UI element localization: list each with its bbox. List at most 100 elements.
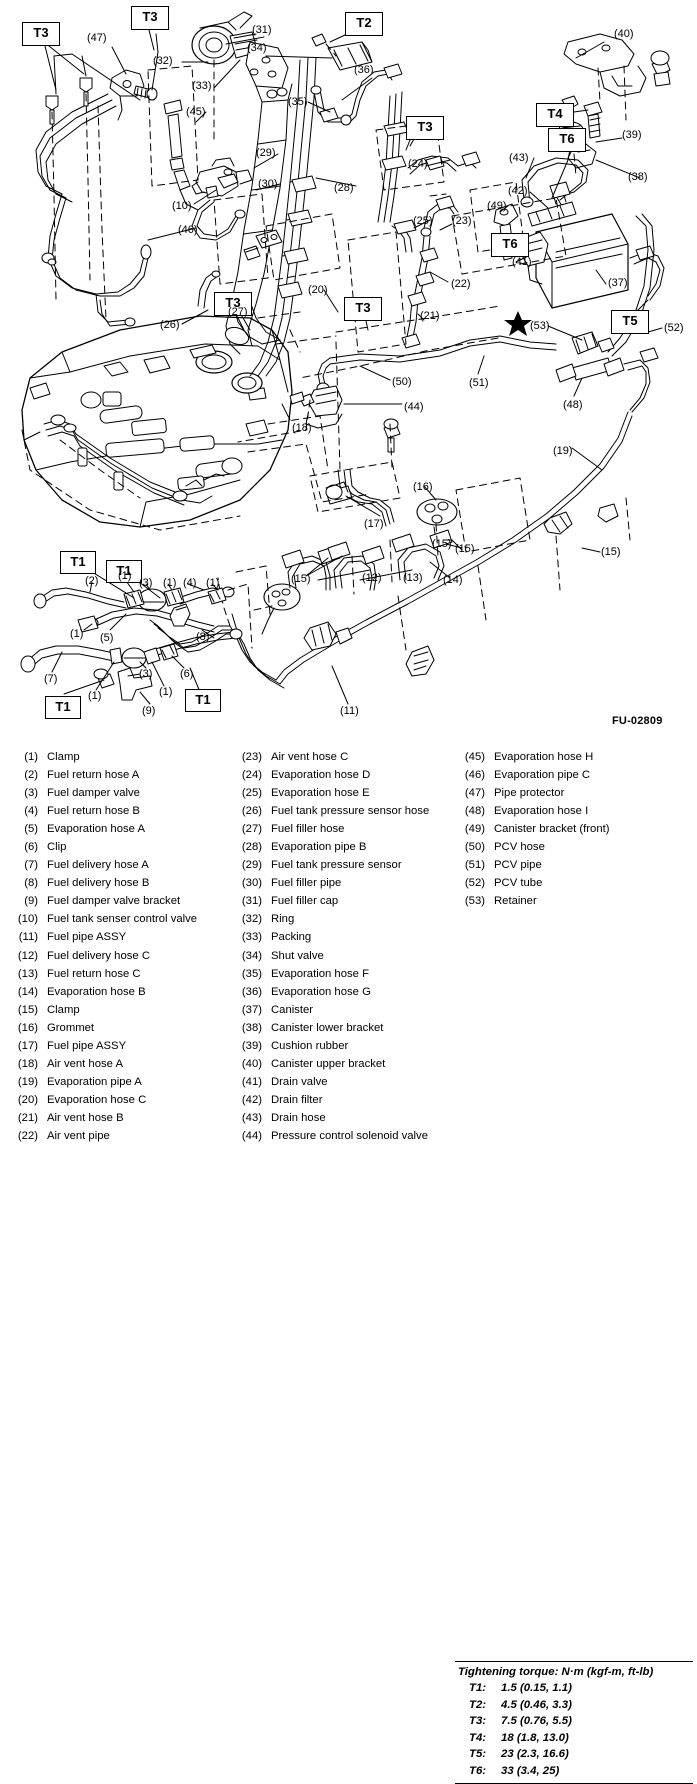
torque-key: T5: xyxy=(469,1748,487,1760)
torque-tag-t3: T3 xyxy=(22,22,60,46)
callout-32: (32) xyxy=(153,55,173,67)
list-item: (36)Evaporation hose G xyxy=(232,983,454,1001)
torque-tag-t3: T3 xyxy=(344,297,382,321)
torque-tag-t3: T3 xyxy=(406,116,444,140)
legend-number: (6) xyxy=(24,841,38,854)
list-item: (2)Fuel return hose A xyxy=(8,766,236,784)
list-item: (33)Packing xyxy=(232,928,454,946)
legend-label: Fuel damper valve bracket xyxy=(47,895,181,908)
callout-22: (22) xyxy=(451,278,471,290)
list-item: (38)Canister lower bracket xyxy=(232,1019,454,1037)
legend-label: Air vent hose C xyxy=(271,751,349,763)
list-item: (32)Ring xyxy=(232,910,454,928)
list-item: (47)Pipe protector xyxy=(455,784,695,802)
legend-label: Packing xyxy=(271,931,312,944)
legend-number: (22) xyxy=(17,1129,38,1142)
callout-36: (36) xyxy=(354,64,374,76)
torque-tag-t1: T1 xyxy=(45,696,81,719)
callout-7: (7) xyxy=(44,673,58,685)
legend-label: Drain valve xyxy=(271,1075,328,1088)
front-hose-group xyxy=(281,469,458,591)
legend-label: Evaporation hose D xyxy=(271,769,371,782)
callout-14: (14) xyxy=(443,574,463,586)
list-item: (9) Fuel damper valve bracket xyxy=(8,892,236,910)
legend-number: (46) xyxy=(464,769,485,782)
air-vent-pipe-group xyxy=(401,195,459,349)
torque-key: T2: xyxy=(469,1698,487,1711)
legend-number: (47) xyxy=(464,787,485,800)
legend-number: (38) xyxy=(241,1021,262,1034)
torque-tag-t4: T4 xyxy=(536,103,574,127)
legend-label: Evaporation pipe C xyxy=(494,769,591,782)
list-item: (4)Fuel return hose B xyxy=(8,802,236,820)
list-item: (24)Evaporation hose D xyxy=(232,766,454,784)
legend-number: (20) xyxy=(17,1093,38,1106)
callout-43: (43) xyxy=(509,152,529,164)
list-item: (16) Grommet xyxy=(8,1019,236,1037)
legend-label: Fuel delivery hose B xyxy=(47,877,150,890)
legend-number: (18) xyxy=(17,1057,38,1070)
torque-tag-t1: T1 xyxy=(185,689,221,712)
list-item: (27)Fuel filler hose xyxy=(232,820,454,838)
list-item: (7)Fuel delivery hose A xyxy=(8,856,236,874)
legend-number: (16) xyxy=(17,1021,38,1034)
callout-2: (2) xyxy=(85,575,99,587)
list-item: (5)Evaporation hose A xyxy=(8,820,236,838)
callout-40: (40) xyxy=(614,28,634,40)
callout-27: (27) xyxy=(228,306,248,318)
legend-label: PCV hose xyxy=(494,841,545,854)
list-item: (21)Air vent hose B xyxy=(8,1109,236,1127)
list-item: (26)Fuel tank pressure sensor hose xyxy=(232,802,454,820)
torque-tag-t3: T3 xyxy=(214,292,252,316)
torque-value: 4.5 (0.46, 3.3) xyxy=(501,1698,572,1711)
callout-34: (34) xyxy=(247,42,267,54)
list-item: (50) PCV hose xyxy=(455,838,695,856)
legend-number: (14) xyxy=(17,985,38,998)
evaporation-pipe-b-group xyxy=(249,57,481,377)
torque-key: T3: xyxy=(469,1715,487,1727)
callout-1: (1) xyxy=(70,628,84,640)
callout-39: (39) xyxy=(622,129,642,141)
legend-number: (34) xyxy=(241,949,262,962)
legend-label: Air vent hose B xyxy=(47,1111,124,1124)
legend-number: (52) xyxy=(464,877,485,890)
torque-value: 1.5 (0.15, 1.1) xyxy=(501,1682,572,1694)
legend-number: (41) xyxy=(241,1075,262,1088)
legend-label: Evaporation hose F xyxy=(271,967,369,980)
legend-number: (37) xyxy=(241,1003,262,1016)
legend-label: Fuel tank senser control valve xyxy=(47,913,198,926)
callout-51: (51) xyxy=(469,377,489,389)
legend-label: Pressure control solenoid valve xyxy=(271,1129,428,1142)
legend-label: Canister upper bracket xyxy=(271,1057,386,1070)
callout-20: (20) xyxy=(308,284,328,296)
list-item: (13)Fuel return hose C xyxy=(8,965,236,983)
legend-label: Clip xyxy=(47,841,67,854)
legend-number: (32) xyxy=(241,913,262,926)
legend-label: Shut valve xyxy=(271,949,324,962)
legend-label: Air vent hose A xyxy=(47,1057,123,1070)
legend-label: PCV pipe xyxy=(494,859,542,872)
callout-35: (35) xyxy=(288,96,308,108)
legend-number: (8) xyxy=(24,877,38,890)
callout-47: (47) xyxy=(87,32,107,44)
list-item: (1)Clamp xyxy=(8,748,236,766)
callout-8: (8) xyxy=(196,631,210,643)
list-item: (31)Fuel filler cap xyxy=(232,892,454,910)
legend-label: Fuel pipe ASSY xyxy=(47,931,127,944)
legend-number: (28) xyxy=(241,841,262,854)
legend-label: Fuel tank pressure sensor hose xyxy=(271,805,430,818)
legend-number: (13) xyxy=(17,967,38,980)
legend-label: Fuel tank pressure sensor xyxy=(271,859,402,872)
table-row: T2: 4.5 (0.46, 3.3) xyxy=(455,1697,693,1714)
legend-label: Canister bracket (front) xyxy=(494,823,610,836)
legend-number: (53) xyxy=(464,895,485,908)
legend-number: (9) xyxy=(24,895,38,908)
legend-label: Fuel return hose B xyxy=(47,805,140,818)
legend-number: (10) xyxy=(17,913,38,926)
callout-3: (3) xyxy=(139,668,153,680)
legend-number: (50) xyxy=(464,841,485,854)
legend-number: (2) xyxy=(24,769,38,782)
legend-label: Grommet xyxy=(47,1021,95,1034)
legend-number: (39) xyxy=(241,1039,262,1052)
legend-label: Evaporation hose I xyxy=(494,805,589,818)
